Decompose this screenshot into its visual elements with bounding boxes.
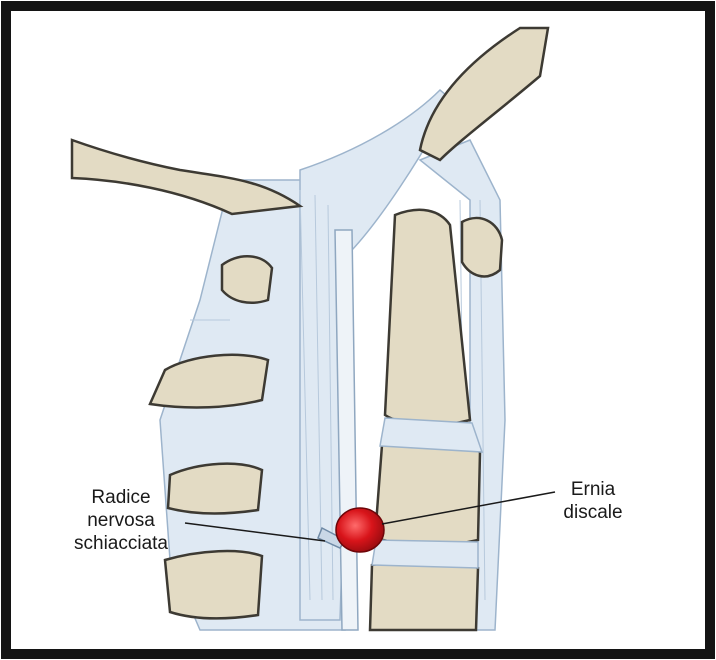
outer-frame xyxy=(6,6,710,654)
herniated-disc xyxy=(336,508,384,552)
odontoid-process xyxy=(462,218,502,276)
label-hernia-line-1: Ernia xyxy=(548,478,638,501)
label-hernia-line-2: discale xyxy=(548,501,638,524)
label-nerve-root-line-1: Radice xyxy=(36,486,206,509)
label-hernia: Ernia discale xyxy=(548,478,638,524)
label-nerve-root: Radice nervosa schiacciata xyxy=(36,486,206,555)
label-nerve-root-line-2: nervosa xyxy=(36,509,206,532)
label-nerve-root-line-3: schiacciata xyxy=(36,532,206,555)
